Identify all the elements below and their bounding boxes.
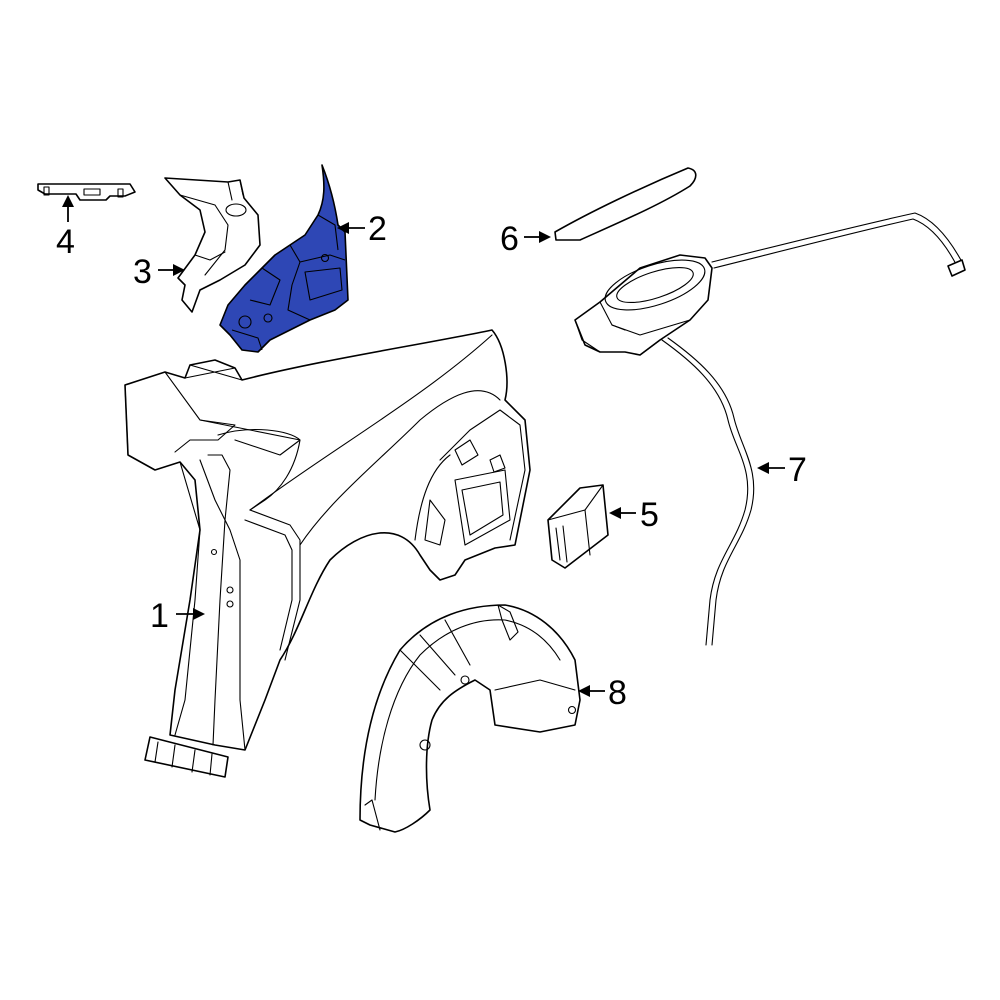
callout-6-arrow <box>539 231 551 243</box>
callout-8-arrow <box>578 685 590 697</box>
callout-5: 5 <box>609 496 659 534</box>
part-8-wheel-liner[interactable] <box>359 604 581 833</box>
callout-1: 1 <box>150 597 205 635</box>
callout-5-number: 5 <box>640 496 659 534</box>
part-4-strip-bracket[interactable] <box>37 183 136 201</box>
callout-4: 4 <box>56 195 75 261</box>
part-6-trim-strip[interactable] <box>554 167 697 241</box>
callout-6-number: 6 <box>500 220 519 258</box>
callout-2-arrow <box>337 222 349 234</box>
callout-7-number: 7 <box>788 451 807 489</box>
callout-1-number: 1 <box>150 597 169 635</box>
callout-2: 2 <box>337 210 387 248</box>
callout-7: 7 <box>757 451 807 489</box>
callout-7-arrow <box>757 462 769 474</box>
callout-8-number: 8 <box>608 674 627 712</box>
callout-4-number: 4 <box>56 223 75 261</box>
callout-3-number: 3 <box>133 253 152 291</box>
callout-6: 6 <box>500 220 551 258</box>
callout-1-arrow <box>193 608 205 620</box>
part-7-filler-housing-cable[interactable] <box>574 212 966 646</box>
callout-5-arrow <box>609 507 621 519</box>
part-5-fuel-door-module[interactable] <box>547 484 609 569</box>
part-1-quarter-panel[interactable] <box>124 329 531 778</box>
callout-3: 3 <box>133 253 185 291</box>
callout-2-number: 2 <box>368 210 387 248</box>
part-3-bracket[interactable] <box>164 177 261 313</box>
callout-4-arrow <box>62 195 74 207</box>
callout-8: 8 <box>578 674 627 712</box>
callout-3-arrow <box>173 264 185 276</box>
part-2-inner-panel-highlighted[interactable] <box>219 164 349 353</box>
